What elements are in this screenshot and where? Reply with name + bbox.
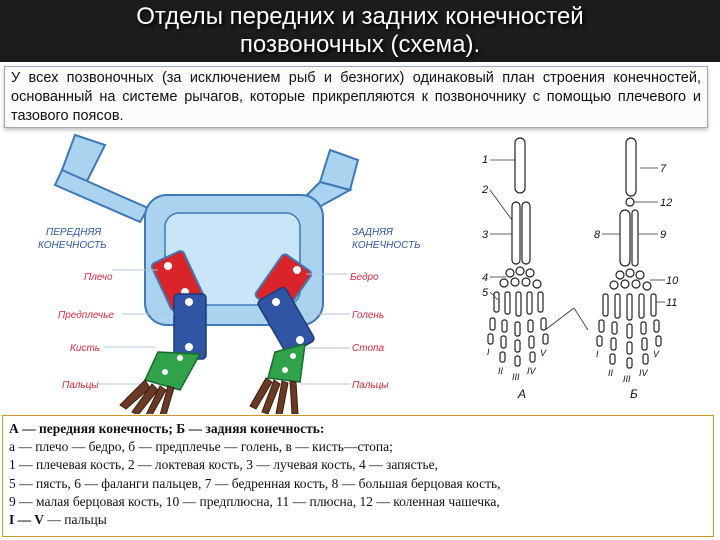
number-12: 12 — [660, 197, 672, 209]
digit-b-1: I — [596, 349, 599, 359]
legend-line-4: 5 — пясть, 6 — фаланги пальцев, 7 — бедр… — [9, 475, 501, 491]
hind-limb — [249, 253, 315, 415]
label-foot: Стопа — [352, 343, 385, 354]
front-lower-segment — [143, 351, 202, 391]
label-forearm: Предплечье — [58, 310, 114, 321]
label-toes: Пальцы — [352, 380, 389, 391]
label-fingers: Пальцы — [62, 380, 99, 391]
hind-lower-segment — [267, 342, 306, 383]
hind-digits — [249, 377, 299, 415]
title-bar: Отделы передних и задних конечностей поз… — [0, 0, 720, 62]
label-shoulder: Плечо — [84, 272, 113, 283]
legend-heading: А — передняя конечность; Б — задняя коне… — [9, 421, 325, 436]
number-11: 11 — [666, 297, 677, 309]
digit-b-4: IV — [639, 368, 649, 378]
digit-b-5: V — [653, 349, 660, 359]
label-hand: Кисть — [70, 343, 100, 354]
front-limb — [119, 250, 207, 415]
label-thigh: Бедро — [350, 272, 379, 283]
legend-digits-range: I — V — [9, 512, 45, 528]
legend-line-6: I — V — пальцы — [9, 511, 707, 529]
bone-numbers: 1 2 3 4 5 7 12 8 9 10 11 — [481, 154, 679, 309]
front-limb-heading-1: ПЕРЕДНЯЯ — [46, 227, 101, 238]
legend-line-5: 9 — малая берцовая кость, 10 — предплюсн… — [9, 493, 500, 509]
digit-numerals: I II III IV V I II III IV V — [487, 347, 660, 384]
fibula-bone — [631, 209, 639, 267]
legend-line-3: 1 — плечевая кость, 2 — локтевая кость, … — [9, 457, 439, 473]
number-8: 8 — [594, 229, 601, 241]
hind-limb-heading-1: ЗАДНЯЯ — [352, 227, 393, 238]
number-7: 7 — [660, 163, 667, 175]
tarsal-bones — [609, 268, 652, 291]
metatarsal-bones — [602, 293, 657, 321]
number-3: 3 — [482, 229, 489, 241]
toe-phalanges — [596, 319, 662, 369]
skeleton-drawing: 1 2 3 4 5 7 12 8 9 10 11 I II III IV V I… — [481, 137, 679, 401]
front-digits — [119, 379, 175, 415]
digit-b-3: III — [623, 374, 631, 384]
page-title-line-1: Отделы передних и задних конечностей — [136, 3, 584, 30]
humerus-bone — [514, 137, 526, 194]
number-10: 10 — [666, 275, 679, 287]
legend-box: А — передняя конечность; Б — задняя коне… — [1, 414, 715, 538]
digit-a-1: I — [487, 347, 490, 357]
wrist-bones — [499, 266, 542, 289]
number-2: 2 — [481, 184, 488, 196]
caption-b: Б — [630, 387, 638, 401]
digit-a-4: IV — [527, 366, 537, 376]
page-title-line-2: позвоночных (схема). — [239, 31, 481, 58]
legend-digits-text: — пальцы — [44, 512, 107, 528]
segment-labels: Плечо Предплечье Кисть Пальцы Бедро Голе… — [58, 272, 389, 391]
digit-b-2: II — [608, 368, 614, 378]
limb-headings: ПЕРЕДНЯЯ КОНЕЧНОСТЬ ЗАДНЯЯ КОНЕЧНОСТЬ — [38, 227, 421, 251]
front-limb-heading-2: КОНЕЧНОСТЬ — [38, 240, 107, 251]
legend-text: А — передняя конечность; Б — задняя коне… — [3, 416, 713, 533]
femur-bone — [625, 137, 637, 197]
number-5: 5 — [482, 287, 489, 299]
label-shin: Голень — [352, 310, 384, 321]
number-9: 9 — [660, 229, 666, 241]
caption-a: А — [517, 387, 526, 401]
intro-box: У всех позвоночных (за исключением рыб и… — [4, 66, 708, 128]
number-leaders — [489, 159, 665, 331]
legend-line-1: А — передняя конечность; Б — задняя коне… — [9, 420, 707, 438]
tibia-bone — [619, 209, 631, 267]
radius-bone — [521, 201, 531, 265]
intro-text: У всех позвоночных (за исключением рыб и… — [11, 70, 701, 124]
label-leaders — [98, 269, 350, 385]
digit-a-3: III — [512, 372, 520, 382]
number-4: 4 — [482, 272, 488, 284]
metacarpal-bones — [493, 291, 544, 317]
hind-limb-heading-2: КОНЕЧНОСТЬ — [352, 240, 421, 251]
figure-captions: А Б — [517, 387, 638, 401]
hindlimb-bones — [596, 137, 662, 369]
digit-a-5: V — [540, 348, 547, 358]
limb-schematic: ПЕРЕДНЯЯ КОНЕЧНОСТЬ ЗАДНЯЯ КОНЕЧНОСТЬ Пл… — [38, 133, 421, 415]
number-1: 1 — [482, 154, 488, 166]
finger-phalanges — [487, 317, 549, 367]
legend-line-2: а — плечо — бедро, б — предплечье — голе… — [9, 439, 393, 455]
digit-a-2: II — [498, 366, 504, 376]
ulna-bone — [511, 201, 521, 265]
forelimb-bones — [487, 137, 549, 367]
kneecap-bone — [625, 197, 635, 207]
